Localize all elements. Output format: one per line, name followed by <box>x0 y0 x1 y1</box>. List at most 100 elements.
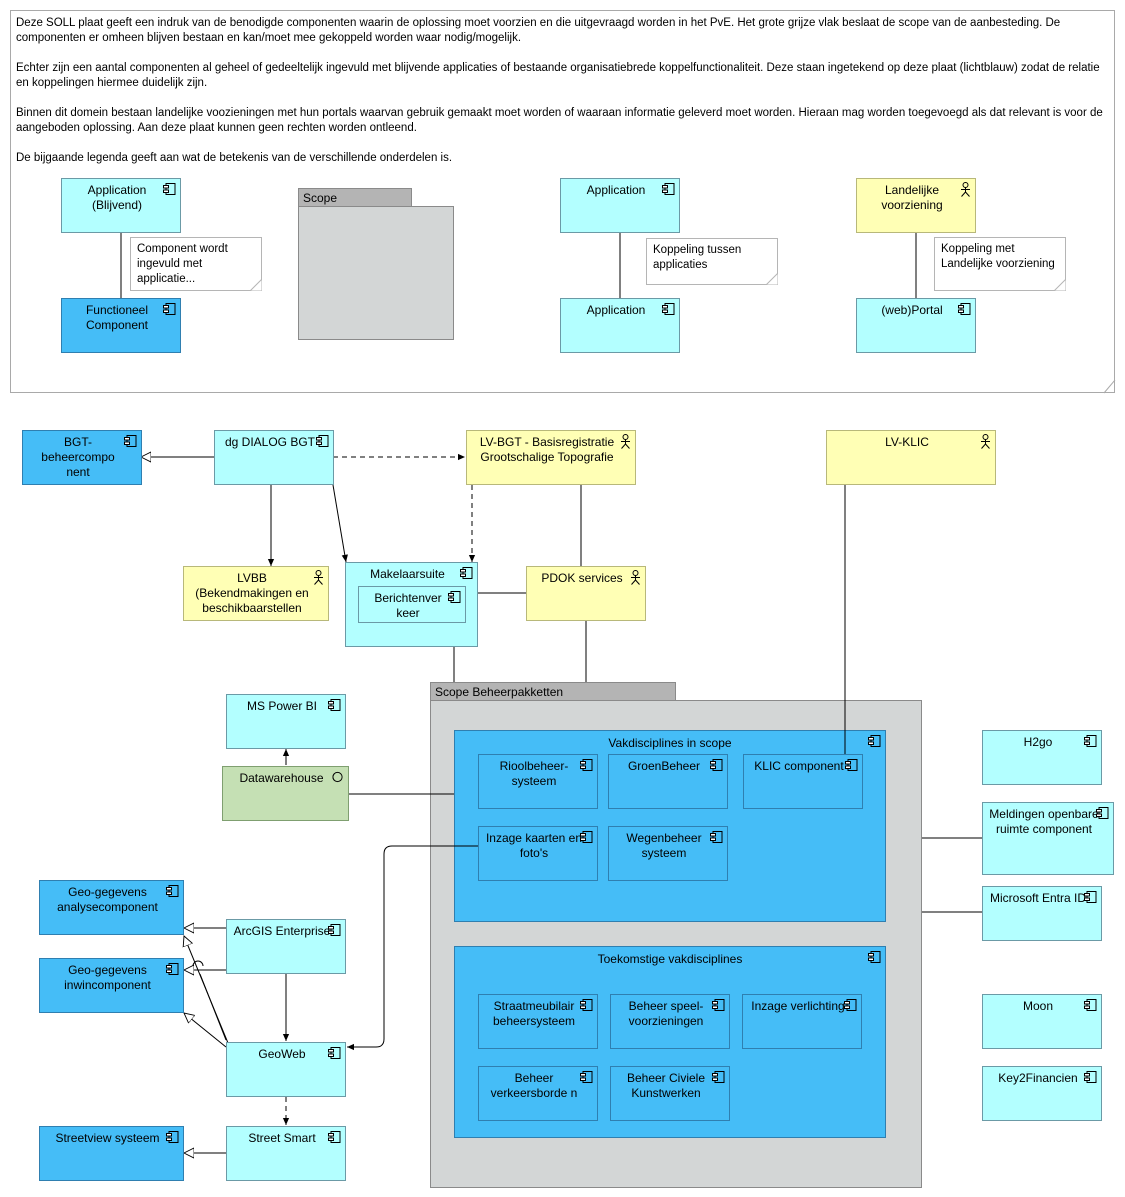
actor-icon <box>631 570 640 585</box>
node-lv-bgt[interactable]: LV-BGT - Basisregistratie Grootschalige … <box>466 430 636 485</box>
component-icon <box>844 999 857 1011</box>
component-icon <box>328 924 341 936</box>
node-arcgis-enterprise[interactable]: ArcGIS Enterprise <box>226 919 346 974</box>
legend-note-component-text: Component wordt ingevuld met applicatie.… <box>137 243 228 285</box>
component-icon <box>163 183 176 195</box>
node-geo-analyse-label: Geo-gegevens analysecomponent <box>57 885 158 914</box>
node-dg-dialog-label: dg DIALOG BGT <box>224 435 316 449</box>
component-icon <box>1084 999 1097 1011</box>
legend-web-portal[interactable]: (web)Portal <box>856 298 976 353</box>
legend-scope-area <box>298 206 454 340</box>
intro-paragraph-4: De bijgaande legenda geeft aan wat de be… <box>16 152 453 164</box>
legend-application-blijvend-label: Application (Blijvend) <box>87 183 147 212</box>
component-icon <box>580 999 593 1011</box>
node-lv-klic[interactable]: LV-KLIC <box>826 430 996 485</box>
node-moon[interactable]: Moon <box>982 994 1102 1049</box>
node-key2financien[interactable]: Key2Financien <box>982 1066 1102 1121</box>
node-dg-dialog-bgt[interactable]: dg DIALOG BGT <box>214 430 334 485</box>
legend-application-b[interactable]: Application <box>560 298 680 353</box>
node-beheer-verkeersborden[interactable]: Beheer verkeersbordе n <box>478 1066 598 1121</box>
component-icon <box>868 951 881 963</box>
note-fold-icon <box>1054 279 1066 291</box>
node-lvbb-label: LVBB (Bekendmakingen en beschikbaarstell… <box>195 571 309 615</box>
component-icon <box>166 1131 179 1143</box>
actor-icon <box>961 182 970 197</box>
node-streetview-systeem[interactable]: Streetview systeem <box>39 1126 184 1181</box>
node-groenbeheer[interactable]: GroenBeheer <box>608 754 728 809</box>
legend-application-blijvend[interactable]: Application (Blijvend) <box>61 178 181 233</box>
node-ms-power-bi-label: MS Power BI <box>246 699 318 713</box>
component-icon <box>712 999 725 1011</box>
component-icon <box>1096 807 1109 819</box>
node-klic-component[interactable]: KLIC component <box>743 754 863 809</box>
legend-application-a[interactable]: Application <box>560 178 680 233</box>
actor-icon <box>981 434 990 449</box>
note-fold-icon <box>766 273 778 285</box>
node-klic-component-label: KLIC component <box>754 759 844 773</box>
node-geo-gegevens-inwincomponent[interactable]: Geo-gegevens inwincomponent <box>39 958 184 1013</box>
component-icon <box>328 699 341 711</box>
node-datawarehouse[interactable]: Datawarehouse <box>222 766 349 821</box>
node-berichtenverkeer[interactable]: Berichtenver keer <box>358 586 466 623</box>
legend-landelijke-voorziening[interactable]: Landelijke voorziening <box>856 178 976 233</box>
component-icon <box>328 1047 341 1059</box>
component-icon <box>868 735 881 747</box>
node-groenbeheer-label: GroenBeheer <box>627 759 701 773</box>
node-street-smart[interactable]: Street Smart <box>226 1126 346 1181</box>
node-berichtenverkeer-label: Berichtenver keer <box>374 591 442 620</box>
component-icon <box>166 885 179 897</box>
actor-icon <box>314 570 323 585</box>
component-icon <box>448 591 461 603</box>
node-rioolbeheer[interactable]: Rioolbeheer- systeem <box>478 754 598 809</box>
legend-functioneel-component[interactable]: Functioneel Component <box>61 298 181 353</box>
legend-note-koppeling-text: Koppeling tussen applicaties <box>653 244 742 271</box>
node-straatmeubilair-label: Straatmeubilair beheersysteem <box>492 999 576 1028</box>
node-beheer-civiele-kunstwerken[interactable]: Beheer Civiele Kunstwerken <box>610 1066 730 1121</box>
node-key2financien-label: Key2Financien <box>998 1071 1078 1085</box>
node-ms-power-bi[interactable]: MS Power BI <box>226 694 346 749</box>
legend-landelijke-label: Landelijke voorziening <box>881 183 943 212</box>
node-arcgis-label: ArcGIS Enterprise <box>233 924 331 938</box>
node-geoweb[interactable]: GeoWeb <box>226 1042 346 1097</box>
node-h2go[interactable]: H2go <box>982 730 1102 785</box>
node-straatmeubilair[interactable]: Straatmeubilair beheersysteem <box>478 994 598 1049</box>
component-icon <box>662 303 675 315</box>
node-wegenbeheer-label: Wegenbeheer systeem <box>626 831 702 860</box>
component-icon <box>328 1131 341 1143</box>
node-geo-gegevens-analysecomponent[interactable]: Geo-gegevens analysecomponent <box>39 880 184 935</box>
node-wegenbeheer[interactable]: Wegenbeheer systeem <box>608 826 728 881</box>
node-bgt-beheercomponent-label: BGT-beheercompo nent <box>41 435 115 479</box>
node-lv-bgt-label: LV-BGT - Basisregistratie Grootschalige … <box>479 435 615 464</box>
toekomstige-title: Toekomstige vakdisciplines <box>597 952 743 966</box>
node-inzage-kaarten[interactable]: Inzage kaarten en foto's <box>478 826 598 881</box>
node-beheer-speelvoorzieningen[interactable]: Beheer speel- voorzieningen <box>610 994 730 1049</box>
component-icon <box>712 1071 725 1083</box>
component-icon <box>662 183 675 195</box>
component-icon <box>460 567 473 579</box>
node-meldingen-openbare-ruimte[interactable]: Meldingen openbare ruimte component <box>982 802 1114 875</box>
node-bgt-beheercomponent[interactable]: BGT-beheercompo nent <box>22 430 142 485</box>
service-icon <box>332 771 343 783</box>
component-icon <box>166 963 179 975</box>
node-makelaarsuite-label: Makelaarsuite <box>370 567 445 581</box>
legend-functioneel-label: Functioneel Component <box>85 303 149 332</box>
intro-paragraph-3: Binnen dit domein bestaan landelijke voo… <box>16 107 1103 134</box>
component-icon <box>1084 891 1097 903</box>
component-icon <box>580 1071 593 1083</box>
node-inzage-kaarten-label: Inzage kaarten en foto's <box>485 831 583 860</box>
node-pdok-services[interactable]: PDOK services <box>526 566 646 621</box>
node-meldingen-label: Meldingen openbare ruimte component <box>989 807 1099 836</box>
component-icon <box>580 831 593 843</box>
node-pdok-label: PDOK services <box>541 571 623 585</box>
legend-application-b-label: Application <box>586 303 646 317</box>
legend-note-koppeling: Koppeling tussen applicaties <box>646 238 778 285</box>
legend-application-a-label: Application <box>586 183 646 197</box>
component-icon <box>845 759 858 771</box>
note-fold-icon <box>250 279 262 291</box>
node-microsoft-entra-id[interactable]: Microsoft Entra ID <box>982 886 1102 941</box>
node-lvbb[interactable]: LVBB (Bekendmakingen en beschikbaarstell… <box>183 566 329 621</box>
node-speel-label: Beheer speel- voorzieningen <box>628 999 704 1028</box>
node-inzage-verlichting[interactable]: Inzage verlichting <box>742 994 862 1049</box>
